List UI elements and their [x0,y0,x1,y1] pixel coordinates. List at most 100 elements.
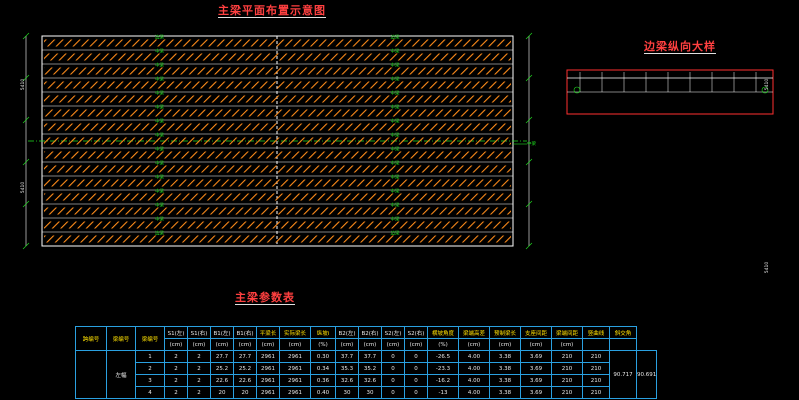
table-cell: 0 [381,350,405,363]
table-cell: 0 [381,374,405,387]
table-cell: 210 [551,362,583,375]
table-header-cell: S1(左) [164,326,188,339]
table-cell: 2961 [256,362,280,375]
table-cell: 2 [135,362,165,375]
table-cell: 210 [582,386,610,399]
table-cell: 3.38 [489,350,521,363]
girder-hatch [44,123,511,131]
girder-hatch [44,95,511,103]
girder-hatch [44,235,511,243]
table-cell: 3 [135,374,165,387]
edge-girder-detail [566,69,774,115]
table-header-cell: 平梁长 [256,326,280,339]
table-cell: 3.38 [489,386,521,399]
table-cell: 22.6 [210,374,234,387]
table-header-cell: 梁端高差 [458,326,490,339]
table-header-cell: S2(左) [381,326,405,339]
girder-label: 边梁 [155,34,164,41]
girder-plan-view: 边梁边梁中梁中梁中梁中梁中梁中梁中梁中梁中梁中梁中梁中梁中梁中梁中梁中梁中梁中梁… [22,32,533,250]
girder-label: 中梁 [155,160,164,167]
table-cell: 2 [164,350,188,363]
girder-label: 中梁 [155,216,164,223]
girder-label: 中梁 [155,90,164,97]
table-cell: 210 [551,386,583,399]
table-cell: 2961 [256,374,280,387]
girder-label: 中梁 [155,104,164,111]
table-cell: 2961 [279,362,311,375]
table-cell: 2 [187,362,211,375]
girder-label: 中梁 [391,216,400,223]
table-cell: 37.7 [335,350,359,363]
table-unit-cell: (cm) [187,338,211,351]
table-header-cell: 梁编号 [135,326,165,351]
girder-label: 中梁 [155,62,164,69]
table-cell: 2961 [256,386,280,399]
dim-tick [525,158,533,166]
table-cell: 32.6 [358,374,382,387]
table-cell: 32.6 [335,374,359,387]
table-cell: 0.36 [310,374,336,387]
dim-tick [22,242,30,250]
table-cell: 37.7 [358,350,382,363]
table-header-cell: B1(右) [233,326,257,339]
table-header-cell: S1(右) [187,326,211,339]
girder-label: 中梁 [155,48,164,55]
table-header-cell: 纵坡i [310,326,336,339]
table-cell: 0 [404,362,428,375]
table-cell: 20 [233,386,257,399]
girder-label: 中梁 [391,62,400,69]
table-cell: 22.6 [233,374,257,387]
table-cell [75,350,107,399]
detail-bearing-left [573,86,581,94]
table-cell: 35.3 [335,362,359,375]
table-cell: 2961 [279,374,311,387]
table-cell: 0.40 [310,386,336,399]
girder-label: 中梁 [391,118,400,125]
table-cell: -26.5 [427,350,459,363]
table-cell: 0.34 [310,362,336,375]
detail-title: 边梁纵向大样 [644,40,716,53]
table-cell: 30 [335,386,359,399]
table-header-cell: B1(左) [210,326,234,339]
girder-label: 中梁 [391,90,400,97]
table-row: 左幅 1 2 2 27.7 27.7 2961 2961 0.30 37.7 3… [75,350,658,399]
table-cell: 4 [135,386,165,399]
girder-label: 中梁 [391,48,400,55]
girder-label: 中梁 [155,76,164,83]
table-cell: 210 [582,374,610,387]
dim-tick [525,116,533,124]
table-cell: 27.7 [233,350,257,363]
girder-label: 中梁 [155,132,164,139]
table-unit-cell: (cm) [279,338,311,351]
girder-label: 中梁 [391,202,400,209]
dim-left-top: 5410 [21,78,27,91]
girder-hatch [44,109,511,117]
table-cell: 1 [135,350,165,363]
table-cell: 2 [164,386,188,399]
dim-tick [525,200,533,208]
girder-label: 中梁 [391,146,400,153]
table-skew-angle: 90.691 [635,350,658,399]
table-row: 2 2 2 25.2 25.2 2961 2961 0.34 35.3 35.2… [76,362,657,375]
table-unit-cell: (cm) [233,338,257,351]
girder-hatch [44,53,511,61]
table-cell: 3.69 [520,350,552,363]
table-cell: 27.7 [210,350,234,363]
table-cell: -23.3 [427,362,459,375]
girder-hatch [44,67,511,75]
girder-hatch [44,193,511,201]
table-cell: 25.2 [233,362,257,375]
table-cell: 0 [381,386,405,399]
dim-tick [22,74,30,82]
dim-right-top: 5410 [765,78,771,91]
table-cell: 20 [210,386,234,399]
table-cell: 2961 [279,350,311,363]
table-unit-cell: (cm) [489,338,521,351]
table-cell: 4.00 [458,350,490,363]
girder-parameter-table: 跨编号 梁编号 梁编号 S1(左) S1(右) B1(左) B1(右) 平梁长 … [75,326,658,399]
girder-label: 边梁 [155,230,164,237]
girder-hatch [44,179,511,187]
table-unit-cell: (cm) [335,338,359,351]
girder-label: 中梁 [155,118,164,125]
table-title: 主梁参数表 [235,291,295,304]
